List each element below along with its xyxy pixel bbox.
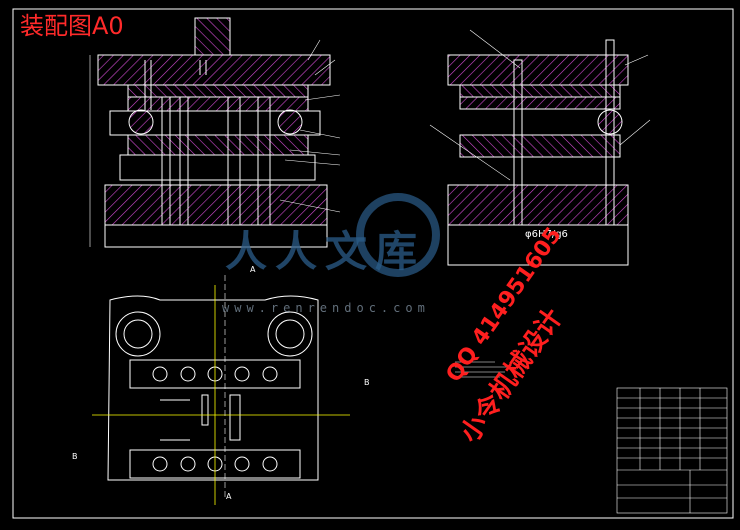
side-top-plate bbox=[447, 54, 629, 86]
technical-notes bbox=[455, 361, 510, 378]
side-base-extension bbox=[447, 224, 629, 266]
side-stripper bbox=[459, 96, 621, 110]
guide-hole-right-inner bbox=[275, 319, 305, 349]
drawing-title: 装配图A0 bbox=[20, 12, 124, 40]
watermark-logo-ring bbox=[356, 193, 440, 277]
side-die-plate bbox=[459, 134, 621, 158]
shank bbox=[194, 17, 231, 56]
watermark-logo-text: 人人文库 bbox=[225, 227, 426, 276]
stripper-plate bbox=[127, 96, 309, 112]
title-block bbox=[616, 387, 728, 514]
watermark-url: www.renrendoc.com bbox=[222, 301, 430, 315]
punch-holder bbox=[127, 84, 309, 98]
guide-bushing-left bbox=[128, 109, 154, 135]
side-pin bbox=[605, 39, 615, 226]
guide-hole-left bbox=[115, 311, 161, 357]
side-bushing bbox=[597, 109, 623, 135]
guide-hole-left-inner bbox=[123, 319, 153, 349]
lower-plate bbox=[119, 154, 316, 181]
section-mark-b-right: B bbox=[364, 378, 370, 387]
side-bolt bbox=[513, 59, 523, 226]
side-base bbox=[447, 184, 629, 226]
guide-hole-right bbox=[267, 311, 313, 357]
plan-view bbox=[92, 275, 350, 505]
top-plate bbox=[97, 54, 331, 86]
side-view bbox=[429, 29, 651, 266]
die-plate bbox=[127, 134, 309, 156]
section-mark-a-top: A bbox=[250, 265, 256, 274]
drawing-frame bbox=[12, 8, 734, 519]
plan-outline bbox=[107, 295, 319, 481]
section-mark-a-bottom: A bbox=[226, 492, 232, 501]
base-extension bbox=[104, 224, 328, 248]
side-punch-holder bbox=[459, 84, 621, 98]
guide-bushing-right bbox=[277, 109, 303, 135]
fit-tolerance-label: φ6H7/g6 bbox=[525, 229, 568, 240]
section-mark-b-left: B bbox=[72, 452, 78, 461]
front-view bbox=[89, 17, 341, 248]
